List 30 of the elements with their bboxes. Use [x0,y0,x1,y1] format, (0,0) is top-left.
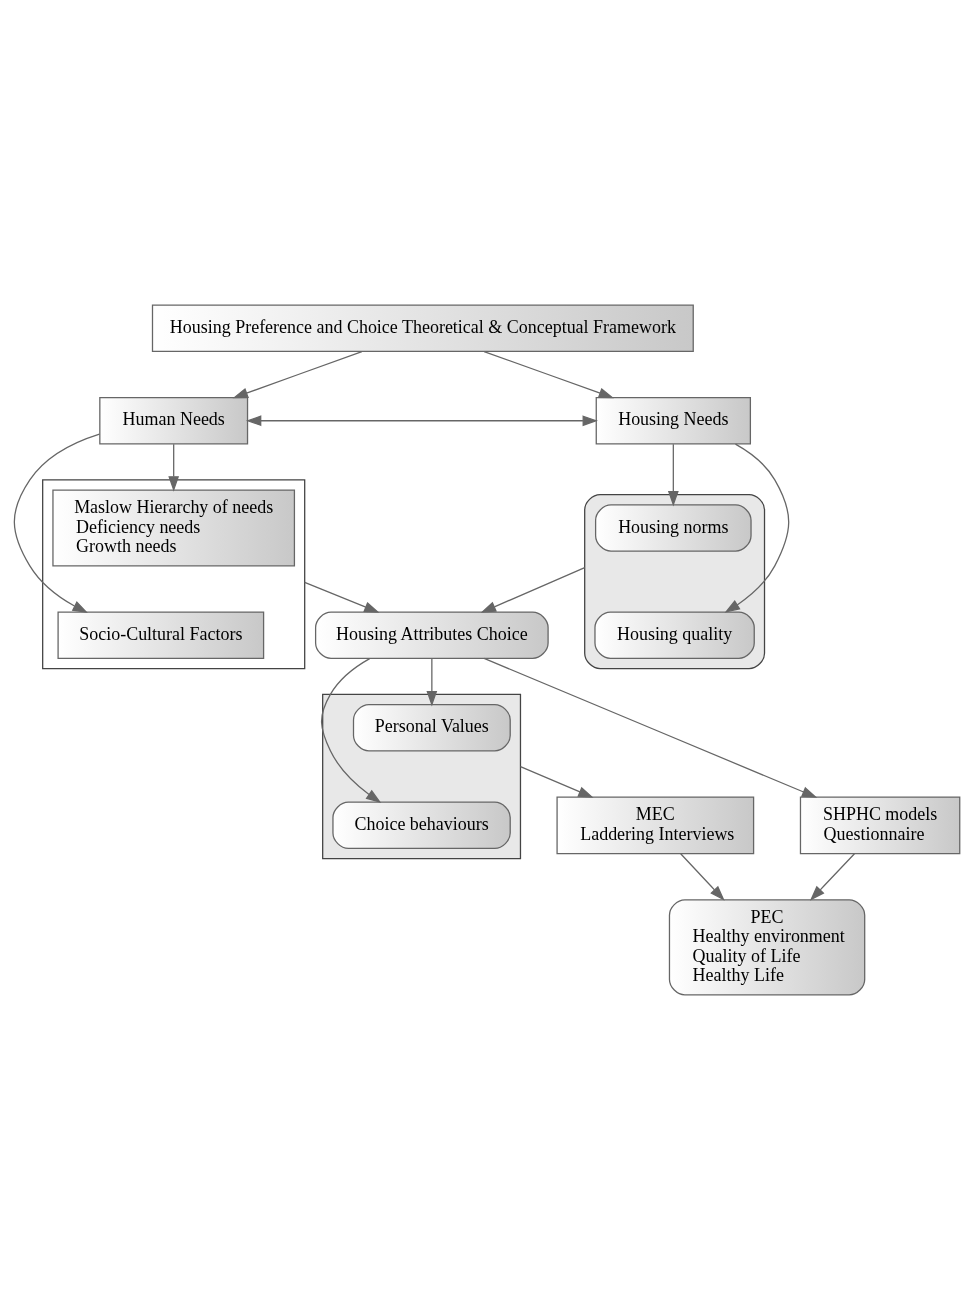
arrow [425,658,437,707]
arrow [232,350,363,399]
node-box: Personal Values [352,703,511,752]
arrow [519,766,594,798]
node-box: Housing Needs [595,396,751,445]
node-box: Human Needs [98,396,248,445]
arrow [245,415,598,427]
arrow [480,567,585,613]
node-box: Choice behaviours [331,801,511,850]
arrow [320,657,381,804]
arrow [167,443,179,492]
node-box: SHPHC models Questionnaire [799,796,960,855]
arrow [483,657,817,798]
cluster [321,693,521,860]
arrow [303,581,380,613]
arrow [679,853,725,901]
arrow [483,350,614,399]
cluster [41,479,305,670]
node-box: Maslow Hierarchy of needs Deficiency needs Growth needs [51,489,295,567]
arrow [13,433,100,613]
node-box: Housing quality [593,611,755,659]
node-box: Socio-Cultural Factors [56,611,264,659]
node-box: Housing norms [594,504,752,552]
node-box: Housing Attributes Choice [314,611,549,659]
arrow [809,853,855,901]
node-box: PEC Healthy environment Quality of Life Healthy Life [668,899,865,996]
node-box: Housing Preference and Choice Theoretical & Conceptual Framework [151,304,694,352]
arrow [724,443,789,613]
arrow [667,443,679,507]
node-box: MEC Laddering Interviews [555,796,754,855]
